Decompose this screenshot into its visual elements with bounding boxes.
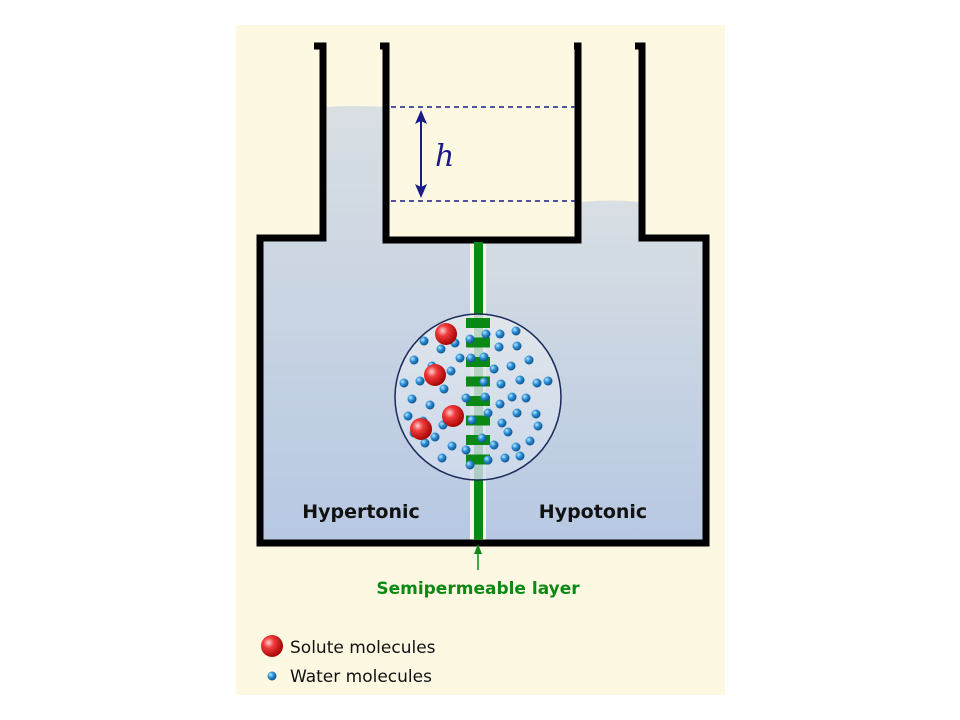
water-molecule: [479, 377, 489, 387]
water-molecule: [495, 399, 505, 409]
water-molecule: [483, 408, 493, 418]
water-molecule: [403, 411, 413, 421]
water-molecule: [437, 453, 447, 463]
height-arrow-head-down: [415, 184, 427, 198]
membrane-pore-segment: [466, 337, 490, 348]
legend: Solute molecules Water molecules: [261, 635, 436, 687]
water-molecule: [525, 436, 535, 446]
water-molecule: [543, 376, 553, 386]
water-molecule: [415, 376, 425, 386]
water-molecule: [497, 418, 507, 428]
water-molecule: [489, 440, 499, 450]
water-fill-right: [486, 200, 704, 540]
height-label: h: [435, 139, 454, 174]
membrane-pore-segment: [466, 357, 490, 367]
water-molecule: [483, 455, 493, 465]
water-molecule: [399, 378, 409, 388]
membrane-label: Semipermeable layer: [376, 579, 580, 599]
water-molecule: [419, 336, 429, 346]
membrane-pore-segment: [466, 396, 490, 406]
water-molecule: [425, 400, 435, 410]
water-molecule: [480, 392, 490, 402]
water-molecule: [467, 415, 477, 425]
water-molecule: [489, 364, 499, 374]
hypotonic-label: Hypotonic: [539, 501, 647, 523]
solute-molecule: [410, 418, 432, 440]
water-molecule: [512, 408, 522, 418]
water-molecule: [515, 451, 525, 461]
water-molecule: [503, 427, 513, 437]
water-molecule: [447, 441, 457, 451]
water-molecule: [531, 409, 541, 419]
water-molecule: [494, 342, 504, 352]
water-molecule: [521, 393, 531, 403]
inner-wall: [380, 42, 582, 244]
zoom-circle-border: [394, 313, 562, 481]
water-molecule: [496, 379, 506, 389]
height-arrow-head-up: [415, 110, 427, 124]
water-molecule: [407, 394, 417, 404]
water-molecule: [430, 432, 440, 442]
water-molecule: [495, 329, 505, 339]
water-molecule: [524, 355, 534, 365]
water-molecule: [512, 341, 522, 351]
legend-water-label: Water molecules: [290, 667, 432, 687]
solute-molecule: [442, 405, 464, 427]
water-molecule: [532, 378, 542, 388]
container-wall: [256, 42, 710, 547]
solute-molecule: [435, 323, 457, 345]
solute-molecule: [424, 364, 446, 386]
membrane-pore-segment: [466, 318, 490, 328]
water-molecule: [533, 421, 543, 431]
water-molecule: [479, 352, 489, 362]
water-molecule: [446, 366, 456, 376]
water-molecule: [481, 329, 491, 339]
membrane-pore-segment: [466, 454, 490, 465]
water-molecule: [507, 392, 517, 402]
legend-solute-icon: [261, 635, 283, 657]
water-molecule: [461, 445, 471, 455]
water-molecule: [515, 375, 525, 385]
water-molecule: [500, 453, 510, 463]
water-molecule: [466, 353, 476, 363]
water-molecule: [409, 355, 419, 365]
water-molecule: [506, 361, 516, 371]
water-molecule: [420, 438, 430, 448]
water-molecule: [439, 384, 449, 394]
hypertonic-label: Hypertonic: [302, 501, 420, 523]
water-molecule: [511, 326, 521, 336]
water-molecule: [465, 460, 475, 470]
membrane-pointer-head: [474, 544, 482, 554]
membrane-pore-segment: [466, 376, 490, 387]
water-molecule: [477, 433, 487, 443]
water-molecule: [511, 442, 521, 452]
legend-solute-label: Solute molecules: [290, 638, 436, 658]
water-molecule: [455, 353, 465, 363]
water-molecule: [465, 334, 475, 344]
legend-water-icon: [267, 671, 277, 681]
water-molecule: [461, 393, 471, 403]
zoom-view: [395, 314, 561, 480]
water-molecule: [436, 344, 446, 354]
membrane-pore-segment: [466, 415, 490, 426]
